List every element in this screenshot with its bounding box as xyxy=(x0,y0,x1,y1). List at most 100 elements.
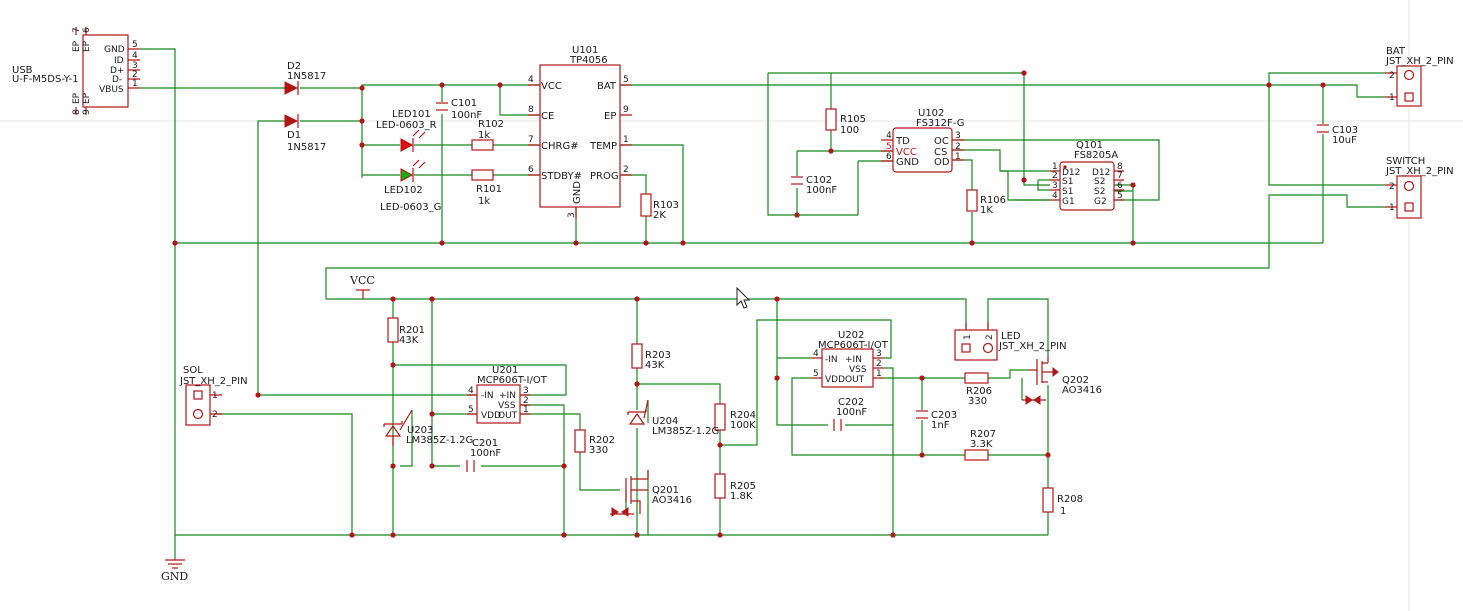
u102-num-3: 3 xyxy=(955,131,961,141)
resistor-r102[interactable]: R102 1k xyxy=(471,119,504,151)
r203-ref: R203 xyxy=(645,350,671,361)
r207-value: 3.3K xyxy=(970,439,993,450)
u102-pin-od: OD xyxy=(934,157,950,168)
resistor-r204[interactable]: R204 100K xyxy=(714,403,756,431)
ic-u101[interactable]: U101 TP4056 VCC CE CHRG# STDBY# BAT EP T… xyxy=(528,45,632,219)
q101-pin-s1-a: S1 xyxy=(1062,177,1073,187)
u101-num-2: 2 xyxy=(623,165,629,175)
resistor-r202[interactable]: R202 330 xyxy=(574,429,615,456)
capacitor-c103[interactable]: C103 10uF xyxy=(1317,124,1358,146)
connector-sol[interactable]: SOL JST_XH_2_PIN 1 2 xyxy=(179,365,248,426)
u101-pin-prog: PROG xyxy=(590,171,619,182)
usb-connector[interactable]: USB U-F-M5DS-Y-1 GND ID D+ D- VBUS 5 4 3… xyxy=(12,27,140,115)
u201-pin-nin: -IN xyxy=(481,391,494,401)
resistor-r205[interactable]: R205 1.8K xyxy=(714,473,756,502)
resistor-r101[interactable]: R101 1k xyxy=(471,169,502,207)
c101-ref: C101 xyxy=(451,98,477,109)
zener-u204[interactable]: U204 LM385Z-1.2G xyxy=(627,399,719,437)
r206-value: 330 xyxy=(968,396,987,407)
opamp-u202[interactable]: U202 MCP606T-I/OT -IN +IN VSS VDD OUT 4 … xyxy=(812,330,889,388)
u202-num-3: 3 xyxy=(876,349,882,359)
gnd-symbol: GND xyxy=(161,559,188,583)
u102-num-4: 4 xyxy=(886,131,892,141)
diode-d2[interactable]: D2 1N5817 xyxy=(284,61,326,95)
capacitor-c201[interactable]: C201 100nF xyxy=(466,438,501,472)
r103-value: 2K xyxy=(653,210,666,221)
usb-pin-num-3: 3 xyxy=(132,61,138,71)
u102-num-6: 6 xyxy=(886,152,892,162)
q101-value: FS8205A xyxy=(1074,150,1118,161)
ic-u102[interactable]: U102 FS312F-G TD VCC GND OC CS OD 4 5 6 … xyxy=(881,108,965,173)
r106-ref: R106 xyxy=(980,195,1006,206)
u202-num-2: 2 xyxy=(876,359,882,369)
c103-value: 10uF xyxy=(1332,135,1357,146)
u101-pin-vcc: VCC xyxy=(541,81,562,92)
q101-pin-g1: G1 xyxy=(1062,197,1075,207)
usb-ep-bottom-2: EP xyxy=(82,92,92,104)
u101-pin-temp: TEMP xyxy=(589,141,617,152)
resistor-r106[interactable]: R106 1K xyxy=(966,189,1006,216)
capacitor-c202[interactable]: C202 100nF xyxy=(833,397,867,431)
resistor-r103[interactable]: R103 2K xyxy=(640,193,679,221)
resistor-r203[interactable]: R203 43K xyxy=(631,343,671,371)
mosfet-q202[interactable]: Q202 AO3416 xyxy=(1022,355,1102,405)
u202-num-1: 1 xyxy=(876,369,882,379)
c103-ref: C103 xyxy=(1332,125,1358,136)
q101-ref: Q101 xyxy=(1076,140,1103,151)
diode-d1[interactable]: D1 1N5817 xyxy=(284,114,326,153)
capacitor-c102[interactable]: C102 100nF xyxy=(791,175,837,196)
vcc-symbol: VCC xyxy=(349,274,375,299)
resistor-r201[interactable]: R201 43K xyxy=(387,317,425,346)
led101-ref: LED101 xyxy=(392,109,431,120)
u201-num-1: 1 xyxy=(523,405,529,415)
c203-ref: C203 xyxy=(931,410,957,421)
connector-switch[interactable]: SWITCH JST_XH_2_PIN 2 1 xyxy=(1385,156,1454,219)
c102-value: 100nF xyxy=(806,185,837,196)
q101-pin-d12-right: D12 xyxy=(1092,168,1110,178)
connector-bat[interactable]: BAT JST_XH_2_PIN 2 1 xyxy=(1385,46,1454,107)
resistor-r206[interactable]: R206 330 xyxy=(964,372,992,407)
u102-pin-td: TD xyxy=(895,136,910,147)
resistor-r105[interactable]: R105 100 xyxy=(825,108,866,136)
ic-q101[interactable]: Q101 FS8205A D12 S1 S1 G1 D12 S2 S2 G2 1… xyxy=(1050,140,1124,211)
opamp-u201[interactable]: U201 MCP606T-I/OT -IN +IN VSS VDD OUT 4 … xyxy=(467,365,548,424)
u201-num-4: 4 xyxy=(468,386,474,396)
capacitor-c203[interactable]: C203 1nF xyxy=(916,410,957,431)
r208-ref: R208 xyxy=(1057,494,1083,505)
resistor-r208[interactable]: R208 1 xyxy=(1042,487,1083,517)
usb-ref: USB xyxy=(12,65,33,76)
q101-num-7: 7 xyxy=(1117,171,1123,181)
r205-value: 1.8K xyxy=(730,491,753,502)
zener-u203[interactable]: U203 LM385Z-1.2G xyxy=(383,409,473,446)
led101-value: LED-0603_R xyxy=(376,120,437,131)
led101[interactable]: LED101 LED-0603_R xyxy=(376,109,437,152)
led-conn-pin-2: 2 xyxy=(985,334,995,340)
bat-value: JST_XH_2_PIN xyxy=(1385,56,1454,67)
u101-num-7: 7 xyxy=(528,135,534,145)
capacitor-c101[interactable]: C101 100nF xyxy=(436,98,482,121)
c202-value: 100nF xyxy=(836,407,867,418)
r206-ref: R206 xyxy=(966,386,992,397)
u102-ref: U102 xyxy=(918,108,944,119)
sol-pin-1: 1 xyxy=(212,391,218,401)
u102-num-2: 2 xyxy=(955,142,961,152)
r203-value: 43K xyxy=(645,360,665,371)
u102-num-5: 5 xyxy=(886,142,892,152)
bat-pin-1: 1 xyxy=(1389,93,1395,103)
u202-pin-vdd: VDD xyxy=(825,375,845,385)
u202-pin-vss: VSS xyxy=(849,365,867,375)
u101-pin-stdby: STDBY# xyxy=(541,171,582,182)
c102-ref: C102 xyxy=(806,175,832,186)
usb-ep-top-2: EP xyxy=(82,40,92,52)
q201-value: AO3416 xyxy=(652,495,692,506)
q101-num-8: 8 xyxy=(1117,162,1123,172)
connector-led[interactable]: LED JST_XH_2_PIN 1 2 xyxy=(954,322,1067,361)
resistor-r207[interactable]: R207 3.3K xyxy=(964,429,996,461)
q101-num-6: 6 xyxy=(1117,181,1123,191)
u202-num-4: 4 xyxy=(813,349,819,359)
mosfet-q201[interactable]: Q201 AO3416 xyxy=(610,470,692,517)
u202-pin-out: OUT xyxy=(845,375,865,385)
led102[interactable]: LED102 LED-0603_G xyxy=(380,159,441,213)
u101-value: TP4056 xyxy=(569,55,608,66)
u202-pin-pin: +IN xyxy=(845,355,862,365)
